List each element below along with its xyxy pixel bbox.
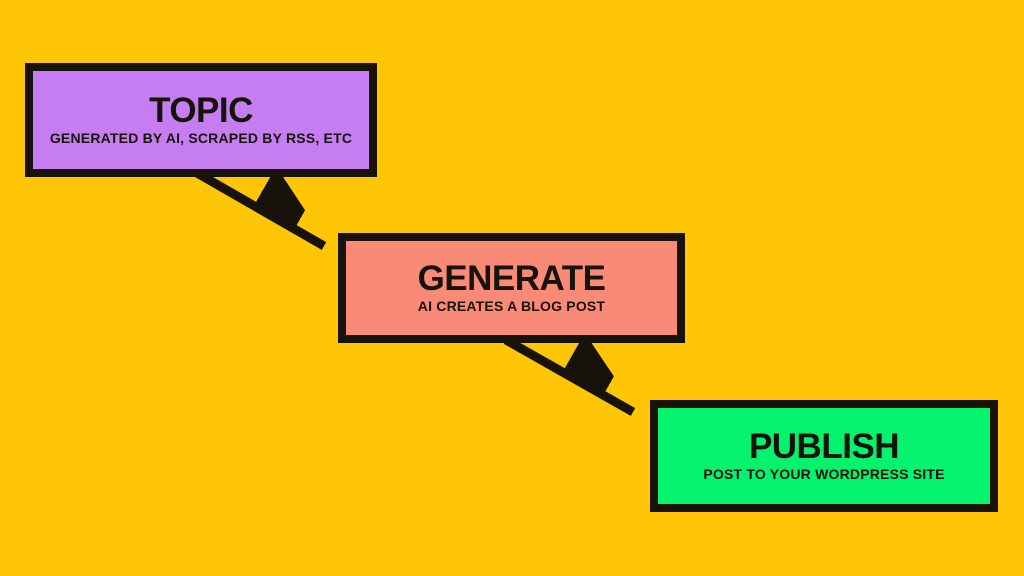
step-subtitle-topic: GENERATED BY AI, SCRAPED BY RSS, ETC bbox=[49, 130, 353, 147]
step-box-topic: TOPIC GENERATED BY AI, SCRAPED BY RSS, E… bbox=[25, 63, 377, 177]
step-box-publish: PUBLISH POST TO YOUR WORDPRESS SITE bbox=[650, 400, 998, 512]
step-title-topic: TOPIC bbox=[149, 91, 253, 131]
step-title-generate: GENERATE bbox=[417, 259, 606, 299]
arrow-generate-to-publish bbox=[503, 340, 636, 416]
step-subtitle-publish: POST TO YOUR WORDPRESS SITE bbox=[703, 466, 945, 483]
step-subtitle-generate: AI CREATES A BLOG POST bbox=[417, 298, 606, 315]
step-title-publish: PUBLISH bbox=[748, 427, 900, 467]
arrow-topic-to-generate bbox=[194, 173, 327, 250]
step-box-generate: GENERATE AI CREATES A BLOG POST bbox=[338, 233, 685, 343]
